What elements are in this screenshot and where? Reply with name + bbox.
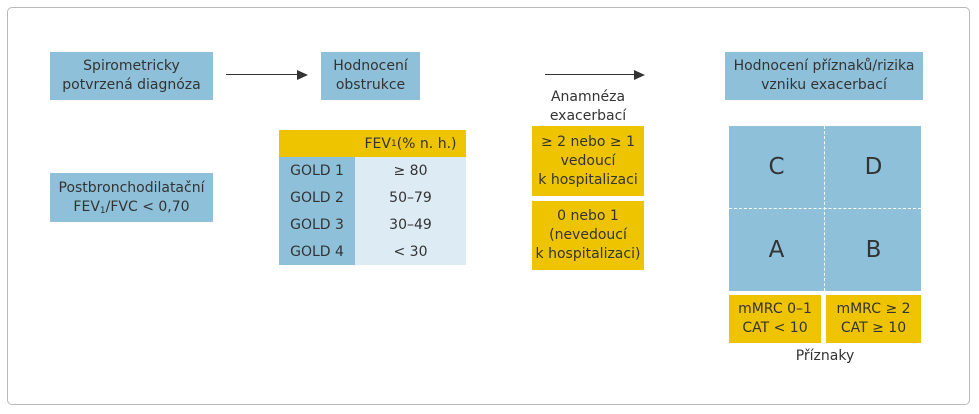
postbronch-line-2: FEV1/FVC < 0,70: [73, 198, 190, 216]
grid-cell-c: C: [768, 154, 785, 180]
symptoms-low-line-1: mMRC 0–1: [738, 301, 812, 317]
symptoms-high-box: mMRC ≥ 2 CAT ≥ 10: [826, 295, 921, 343]
spirometry-box: Spirometricky potvrzená diagnóza: [50, 52, 213, 100]
history-label-line-1: Anamnéza: [550, 89, 626, 105]
table-row: GOLD 3 30–49: [279, 211, 466, 238]
table-row: GOLD 1 ≥ 80: [279, 157, 466, 184]
abcd-grid: C D A B: [729, 126, 921, 291]
spirometry-line-1: Spirometricky: [83, 58, 180, 74]
assessment-line-1: Hodnocení příznaků/rizika: [733, 58, 915, 74]
postbronch-line-1: Postbronchodilatační: [58, 179, 205, 196]
low-risk-line-2: (nevedoucí: [549, 227, 627, 243]
history-label-line-2: exacerbací: [549, 108, 627, 124]
obstruction-line-1: Hodnocení: [333, 58, 408, 74]
high-risk-box: ≥ 2 nebo ≥ 1 vedoucí k hospitalizaci: [532, 126, 644, 196]
grid-cell-b: B: [865, 237, 882, 263]
postbronchodilation-box: Postbronchodilatační FEV1/FVC < 0,70: [50, 173, 213, 222]
gold-stage-cell: GOLD 2: [279, 184, 355, 211]
gold-stage-cell: GOLD 4: [279, 238, 355, 265]
symptoms-low-line-2: CAT < 10: [742, 320, 808, 336]
symptoms-high-line-1: mMRC ≥ 2: [836, 301, 911, 317]
fev1-value-cell: < 30: [355, 238, 466, 265]
low-risk-line-1: 0 nebo 1: [557, 208, 619, 224]
arrow-to-assessment: [545, 68, 645, 82]
diagram-frame: [7, 7, 970, 405]
fev1-value-cell: 30–49: [355, 211, 466, 238]
exacerbation-history-label: Anamnéza exacerbací: [532, 88, 644, 126]
assessment-line-2: vzniku exacerbací: [761, 77, 887, 93]
obstruction-box: Hodnocení obstrukce: [321, 52, 420, 100]
high-risk-line-1: ≥ 2 nebo ≥ 1: [540, 133, 635, 150]
symptoms-high-line-2: CAT ≥ 10: [840, 320, 907, 336]
gold-stage-cell: GOLD 3: [279, 211, 355, 238]
fev1-value-cell: 50–79: [355, 184, 466, 211]
symptoms-low-box: mMRC 0–1 CAT < 10: [729, 295, 821, 343]
fev1-value-cell: ≥ 80: [355, 157, 466, 184]
low-risk-line-3: k hospitalizaci): [535, 246, 641, 262]
grid-cell-a: A: [768, 237, 785, 263]
assessment-box: Hodnocení příznaků/rizika vzniku exacerb…: [725, 52, 923, 100]
grid-cell-d: D: [864, 154, 883, 180]
table-row: GOLD 4 < 30: [279, 238, 466, 265]
arrow-to-obstruction: [226, 68, 308, 82]
table-row: GOLD 2 50–79: [279, 184, 466, 211]
gold-stage-cell: GOLD 1: [279, 157, 355, 184]
high-risk-line-2: vedoucí: [560, 152, 616, 169]
spirometry-line-2: potvrzená diagnóza: [62, 77, 201, 93]
symptoms-label: Příznaky: [795, 348, 855, 364]
obstruction-line-2: obstrukce: [335, 77, 406, 93]
low-risk-box: 0 nebo 1 (nevedoucí k hospitalizaci): [532, 201, 644, 270]
high-risk-line-3: k hospitalizaci: [538, 171, 638, 188]
grid-horizontal-divider: [729, 208, 921, 209]
